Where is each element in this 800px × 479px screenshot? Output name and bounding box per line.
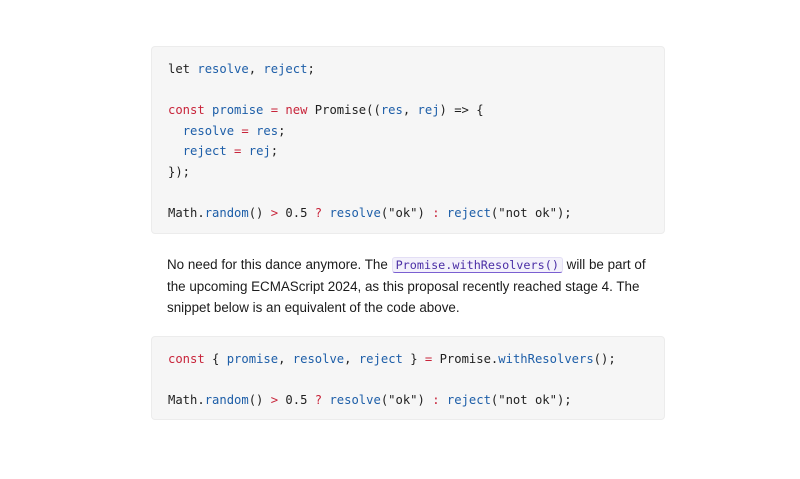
code-token: promise	[212, 103, 264, 118]
code-line: const promise = new Promise((res, rej) =…	[168, 100, 648, 121]
code-token: });	[168, 164, 191, 179]
paragraph-text-before: No need for this dance anymore. The	[167, 257, 392, 272]
code-token: resolve	[197, 62, 249, 76]
code-token: >	[270, 206, 279, 221]
code-token: Math.	[168, 206, 205, 221]
code-token: =	[226, 144, 249, 159]
code-token: {	[212, 352, 227, 366]
code-token: ?	[314, 393, 323, 408]
code-token: 0.5	[278, 393, 315, 408]
code-token: resolve	[182, 123, 235, 138]
code-line	[168, 370, 648, 391]
code-token: let	[168, 62, 198, 76]
explanation-paragraph: No need for this dance anymore. The Prom…	[167, 254, 657, 318]
code-token: withResolvers	[498, 352, 594, 366]
code-token: >	[270, 393, 279, 408]
code-token: const	[168, 103, 213, 118]
code-token: ,	[248, 62, 264, 76]
code-token: reject	[263, 62, 308, 76]
code-token: resolve	[329, 206, 381, 221]
code-token	[440, 206, 447, 220]
code-token: ?	[314, 206, 323, 221]
code-token: resolve	[292, 352, 345, 366]
code-token: =	[234, 123, 257, 138]
code-token: random	[204, 206, 249, 221]
promise-with-resolvers-link[interactable]: Promise.withResolvers()	[391, 257, 563, 273]
code-token: Promise.	[432, 352, 499, 366]
code-token: ("ok")	[380, 393, 433, 408]
code-token	[440, 393, 447, 407]
code-line: const { promise, resolve, reject } = Pro…	[168, 349, 648, 370]
code-line: let resolve, reject;	[168, 59, 648, 80]
code-token: ("ok")	[380, 206, 433, 221]
code-block-with-resolvers[interactable]: const { promise, resolve, reject } = Pro…	[151, 336, 665, 420]
code-token: ("not ok");	[490, 206, 572, 221]
code-token: const	[168, 352, 213, 366]
code-token: res	[256, 123, 279, 138]
code-line: Math.random() > 0.5 ? resolve("ok") : re…	[168, 203, 648, 224]
code-token: ;	[278, 123, 286, 138]
code-token: resolve	[329, 393, 381, 408]
code-token: 0.5	[278, 206, 315, 221]
code-token: :	[432, 206, 440, 221]
code-token: }	[402, 352, 425, 366]
code-line: resolve = res;	[168, 121, 648, 142]
code-line	[168, 183, 648, 204]
code-token: ) => {	[439, 103, 484, 118]
code-token: ("not ok");	[490, 393, 572, 408]
code-token: Promise((	[314, 103, 381, 118]
code-block-manual-resolvers[interactable]: let resolve, reject; const promise = new …	[151, 46, 665, 234]
code-token: ,	[278, 352, 293, 366]
code-token: ,	[344, 352, 359, 366]
code-token: res	[380, 103, 403, 118]
code-token: reject	[358, 352, 403, 366]
code-token: random	[204, 393, 249, 408]
code-line: Math.random() > 0.5 ? resolve("ok") : re…	[168, 390, 648, 411]
code-token	[168, 144, 183, 158]
code-token: =	[424, 352, 433, 366]
code-line: reject = rej;	[168, 141, 648, 162]
code-token	[168, 124, 183, 138]
code-line	[168, 80, 648, 101]
code-token: Math.	[168, 393, 205, 408]
code-token: reject	[446, 206, 491, 221]
code-token: rej	[417, 103, 440, 118]
code-token: :	[432, 393, 440, 408]
code-token: ,	[402, 103, 418, 118]
code-token: reject	[182, 144, 227, 159]
code-token: rej	[248, 144, 271, 159]
code-token: new	[285, 103, 315, 118]
code-token: =	[263, 103, 286, 118]
code-token: reject	[446, 393, 491, 408]
code-line: });	[168, 162, 648, 183]
code-token: ()	[248, 206, 271, 221]
code-token: ;	[270, 144, 279, 159]
paragraph-text-after: will be part of the upcoming ECMAScript …	[167, 257, 646, 315]
code-token: ()	[248, 393, 271, 408]
code-token: ;	[307, 62, 315, 76]
code-token: ();	[593, 352, 616, 366]
code-token: promise	[226, 352, 279, 366]
